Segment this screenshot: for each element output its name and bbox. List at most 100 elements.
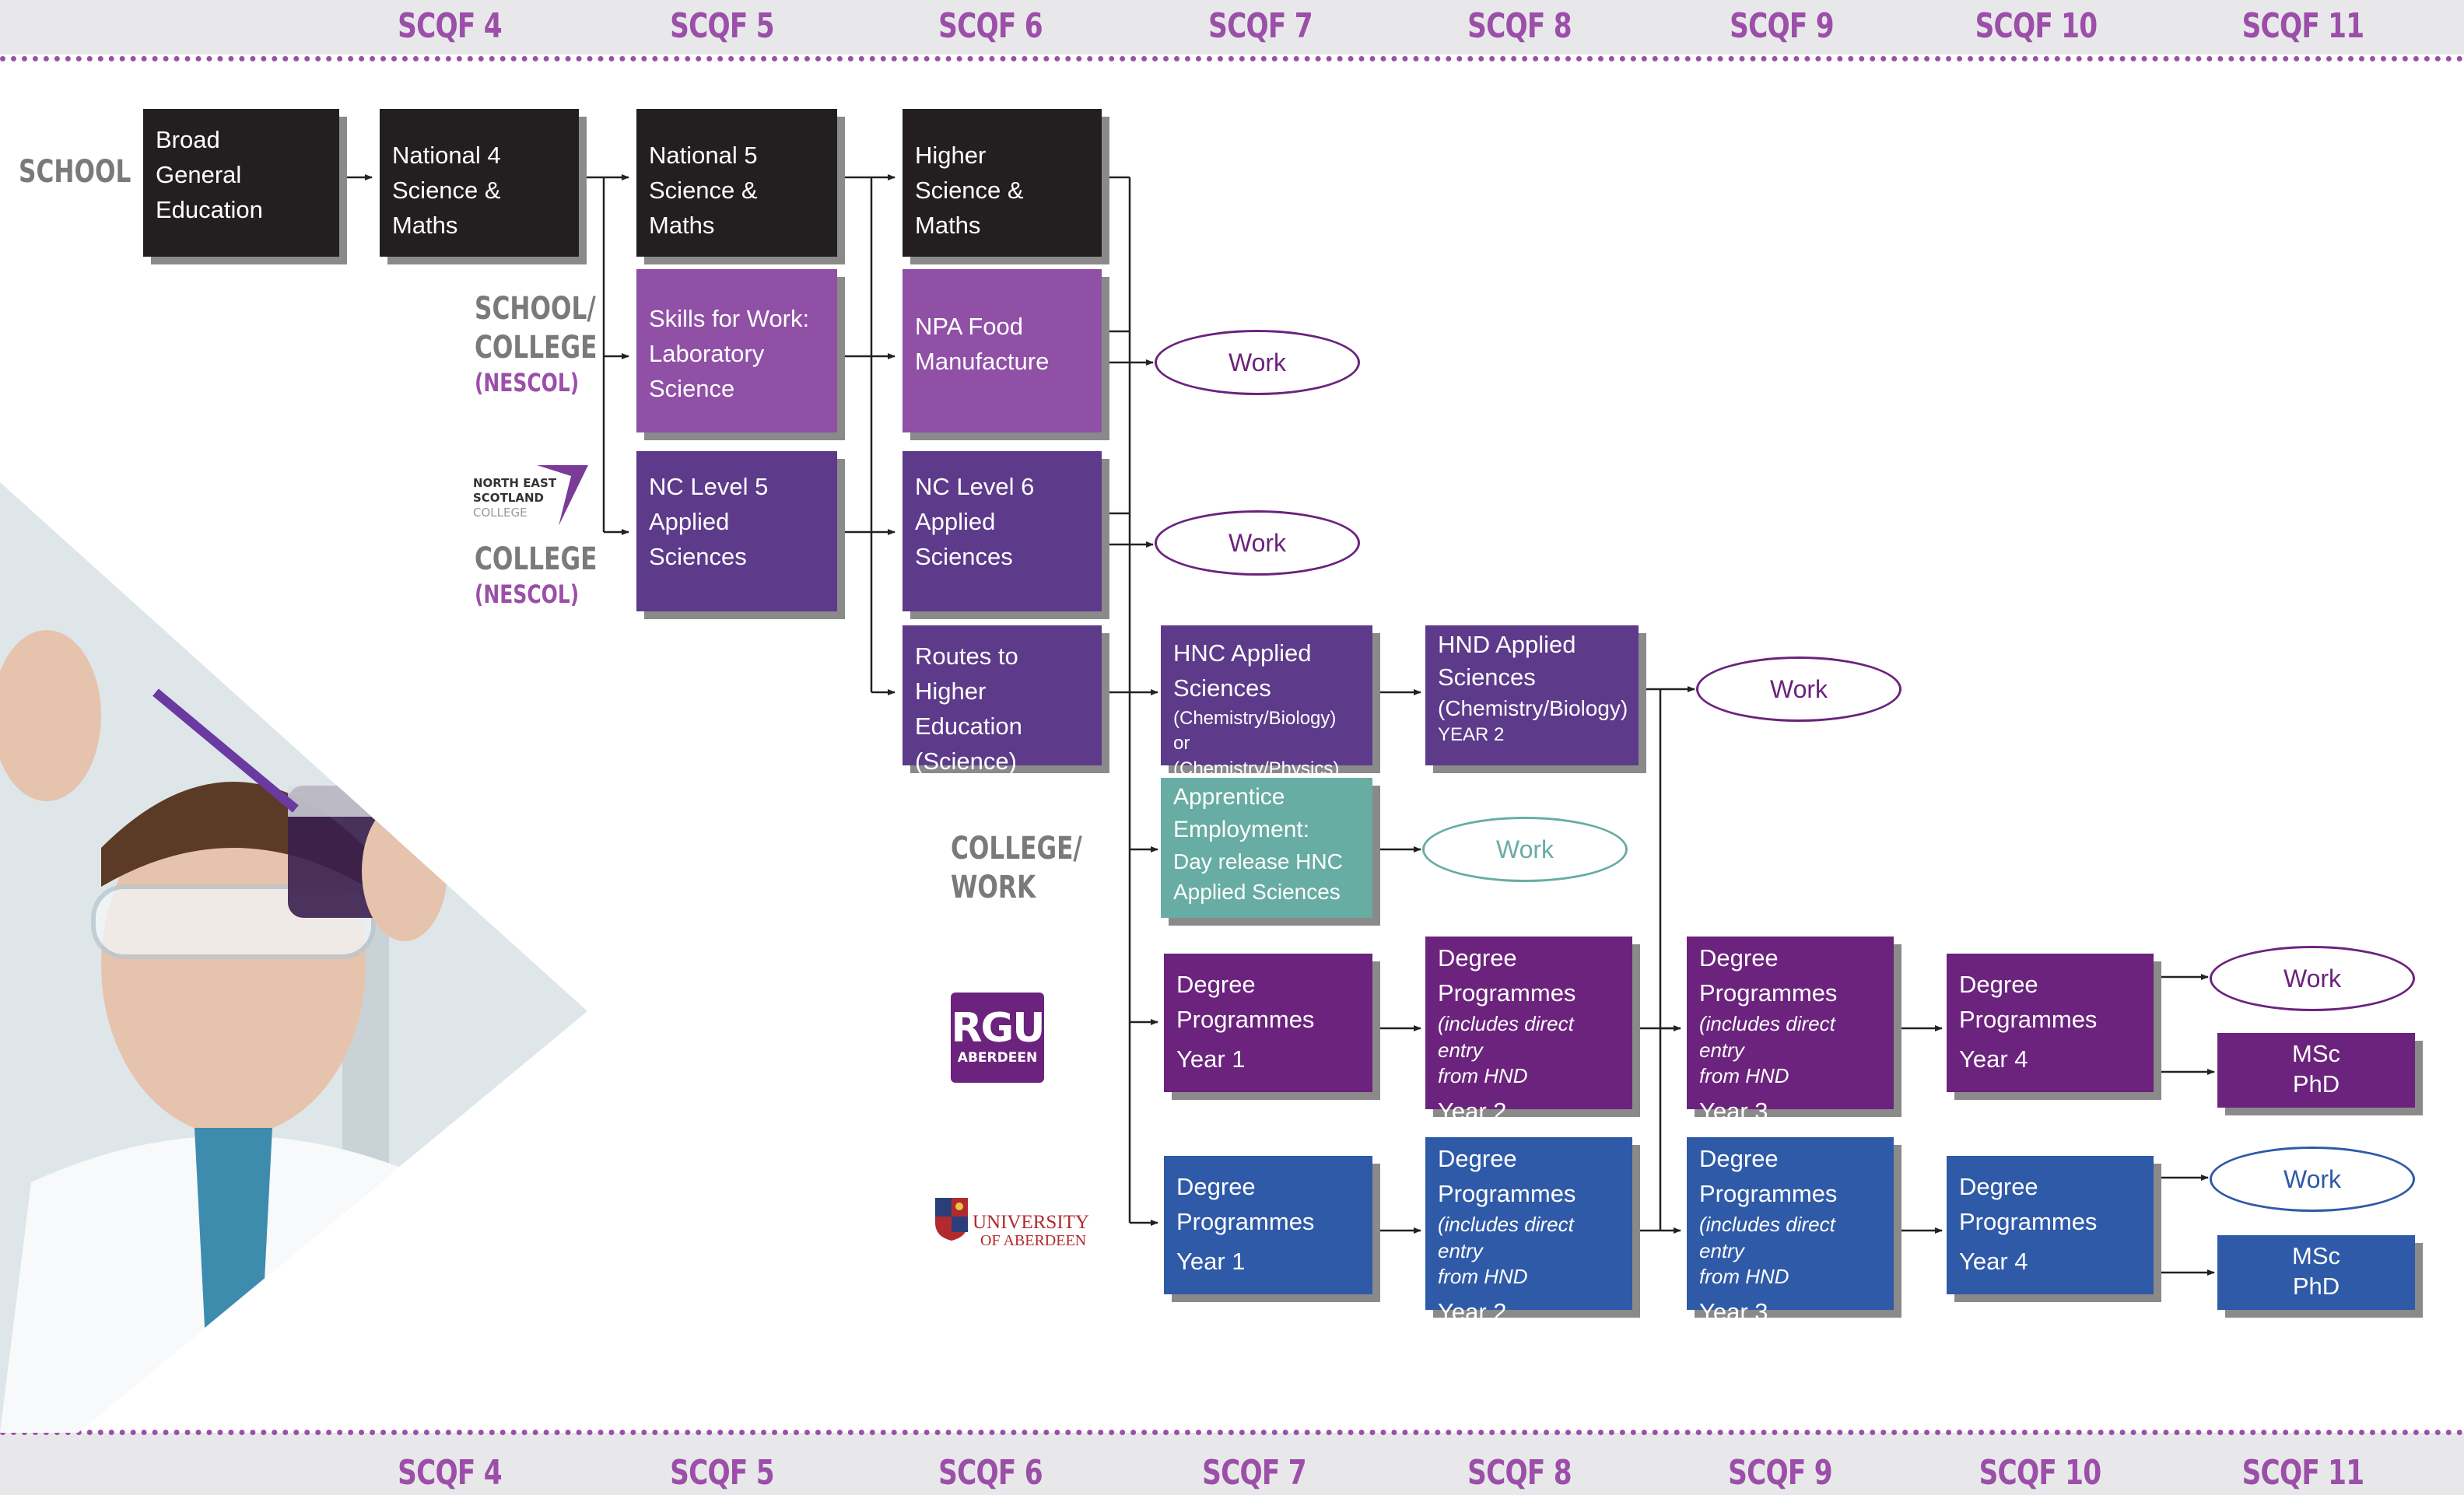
- box-line: Year 4: [1959, 1247, 2028, 1275]
- scqf-level-10: SCQF 10: [1975, 6, 2098, 46]
- box-line: Year 1: [1176, 1247, 1246, 1275]
- scqf-level-11: SCQF 11: [2241, 1453, 2365, 1493]
- lane-college-work: COLLEGE/ WORK: [951, 829, 1082, 907]
- lane-label-line: COLLEGE: [475, 541, 598, 577]
- box-skills-for-work: Skills for Work: Laboratory Science: [636, 269, 837, 432]
- scqf-level-11: SCQF 11: [2241, 6, 2365, 46]
- lane-school-college: SCHOOL/ COLLEGE (NESCOL): [475, 289, 597, 398]
- scqf-level-5: SCQF 5: [670, 6, 774, 46]
- box-line: NC Level 6: [915, 473, 1035, 500]
- work-label: Work: [2283, 965, 2342, 993]
- box-line-italic: from HND: [1438, 1064, 1528, 1088]
- box-line: Year 2: [1438, 1098, 1507, 1126]
- box-line: Employment:: [1173, 817, 1310, 842]
- box-line: Degree: [1959, 971, 2038, 998]
- box-line: Applied Sciences: [1173, 880, 1341, 905]
- box-line: Sciences: [1438, 663, 1536, 691]
- box-uoa-degree-year-1: Degree Programmes Year 1: [1164, 1156, 1372, 1294]
- work-outcome-oval: Work: [2210, 1147, 2415, 1212]
- scqf-level-7: SCQF 7: [1202, 1453, 1306, 1493]
- box-line: PhD: [2292, 1272, 2340, 1300]
- box-uoa-degree-year-2: Degree Programmes (includes direct entry…: [1425, 1137, 1632, 1325]
- box-line: Programmes: [1176, 1207, 1315, 1235]
- box-line: (Science): [915, 747, 1017, 775]
- box-rgu-degree-year-4: Degree Programmes Year 4: [1947, 954, 2154, 1092]
- nescol-logo-line: SCOTLAND: [473, 491, 544, 505]
- work-outcome-oval: Work: [1155, 330, 1360, 395]
- box-line-small: (Chemistry/Biology): [1173, 707, 1337, 729]
- work-label: Work: [1769, 675, 1828, 703]
- scqf-level-8: SCQF 8: [1467, 6, 1572, 46]
- box-line: MSc: [2292, 1242, 2340, 1269]
- box-nc-level-6: NC Level 6 Applied Sciences: [903, 451, 1102, 611]
- box-line: Manufacture: [915, 347, 1050, 375]
- lane-school: SCHOOL: [19, 152, 131, 191]
- box-line: Programmes: [1959, 1207, 2098, 1235]
- box-line-italic: (includes direct entry: [1438, 1011, 1574, 1062]
- box-line: Year 1: [1176, 1045, 1246, 1073]
- box-rgu-degree-year-1: Degree Programmes Year 1: [1164, 954, 1372, 1092]
- box-line: Laboratory: [649, 339, 765, 367]
- rgu-logo-text: RGU: [951, 1005, 1046, 1052]
- box-line: Education: [156, 195, 263, 223]
- box-line-italic: (includes direct entry: [1699, 1011, 1835, 1062]
- scqf-level-4: SCQF 4: [398, 6, 502, 46]
- scqf-level-5: SCQF 5: [670, 1453, 774, 1493]
- box-national-5: National 5 Science & Maths: [636, 109, 837, 257]
- box-line: Degree: [1438, 1145, 1517, 1172]
- scqf-level-7: SCQF 7: [1208, 6, 1313, 46]
- box-routes-to-higher-education: Routes to Higher Education (Science): [903, 625, 1102, 775]
- box-line: Programmes: [1699, 979, 1838, 1007]
- box-line: Year 3: [1699, 1098, 1768, 1126]
- box-line-small: or (Chemistry/Physics): [1173, 733, 1340, 779]
- box-line: Programmes: [1959, 1005, 2098, 1033]
- work-label: Work: [2283, 1165, 2342, 1193]
- box-hnd-applied-sciences: HND Applied Sciences (Chemistry/Biology)…: [1425, 625, 1639, 765]
- work-outcome-oval: Work: [1696, 656, 1901, 722]
- box-line: Year 3: [1699, 1298, 1768, 1326]
- box-broad-general-education: Broad General Education: [143, 109, 339, 257]
- box-npa-food-manufacture: NPA Food Manufacture: [903, 269, 1102, 432]
- uoa-crest-icon: [935, 1198, 968, 1241]
- footer-band: [0, 1433, 2464, 1495]
- box-line: Degree: [1176, 971, 1256, 998]
- box-line: NC Level 5: [649, 473, 769, 500]
- box-line: Year 4: [1959, 1045, 2028, 1073]
- university-of-aberdeen-logo: UNIVERSITY OF ABERDEEN: [934, 1193, 1089, 1249]
- lane-school-label: SCHOOL: [19, 154, 131, 190]
- box-line: Day release HNC: [1173, 849, 1343, 874]
- box-line: Year 2: [1438, 1298, 1507, 1326]
- box-line: Programmes: [1438, 1179, 1576, 1207]
- box-uoa-degree-year-3: Degree Programmes (includes direct entry…: [1687, 1137, 1894, 1325]
- box-line: Sciences: [1173, 674, 1271, 702]
- nescol-logo: NORTH EAST SCOTLAND COLLEGE: [473, 459, 590, 529]
- box-uoa-msc-phd: MSc PhD: [2217, 1235, 2415, 1310]
- box-higher: Higher Science & Maths: [903, 109, 1102, 257]
- header-band: [0, 0, 2464, 54]
- box-line: National 4: [392, 142, 501, 169]
- box-line: HND Applied: [1438, 631, 1576, 658]
- box-line: HNC Applied: [1173, 639, 1312, 667]
- box-line-small: (Chemistry/Biology): [1438, 695, 1628, 720]
- work-outcome-oval: Work: [1155, 510, 1360, 576]
- box-rgu-msc-phd: MSc PhD: [2217, 1033, 2415, 1108]
- scqf-level-6: SCQF 6: [938, 6, 1043, 46]
- box-line-italic: from HND: [1699, 1265, 1789, 1289]
- box-line: Degree: [1699, 944, 1779, 972]
- box-line: PhD: [2292, 1070, 2340, 1098]
- box-line: Degree: [1438, 944, 1517, 972]
- nescol-logo-line: COLLEGE: [473, 506, 527, 520]
- box-uoa-degree-year-4: Degree Programmes Year 4: [1947, 1156, 2154, 1294]
- lane-label-line: SCHOOL/: [475, 291, 596, 327]
- top-dotted-rule: [0, 56, 2464, 61]
- work-outcome-oval: Work: [1422, 817, 1628, 882]
- box-nc-level-5: NC Level 5 Applied Sciences: [636, 451, 837, 611]
- box-line: Routes to Higher: [915, 642, 1018, 705]
- nescol-swoosh-icon: [537, 465, 588, 526]
- work-outcome-oval: Work: [2210, 946, 2415, 1011]
- box-line-italic: (includes direct entry: [1699, 1212, 1835, 1262]
- box-line: MSc: [2292, 1040, 2340, 1067]
- box-line: Sciences: [915, 542, 1013, 570]
- box-line-small: YEAR 2: [1438, 724, 1505, 746]
